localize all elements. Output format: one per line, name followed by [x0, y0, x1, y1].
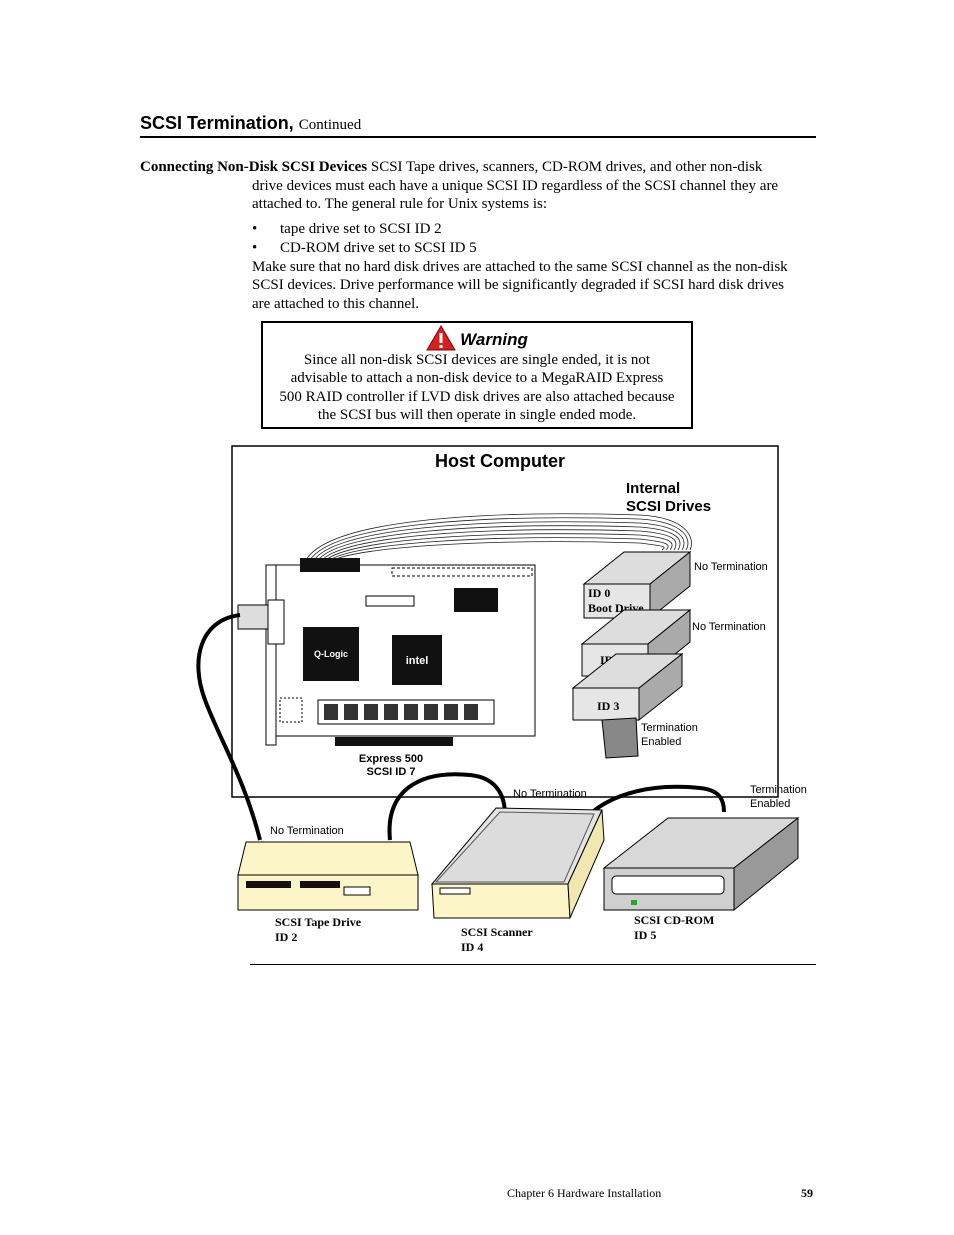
warning-triangle-icon: [426, 325, 457, 351]
host-computer-title: Host Computer: [435, 451, 565, 471]
lead-heading: Connecting Non-Disk SCSI Devices: [140, 159, 368, 175]
scanner-label-2: ID 4: [461, 940, 483, 954]
intel-label: intel: [406, 655, 429, 667]
cdrom-label-1: SCSI CD-ROM: [634, 913, 714, 927]
cdrom-device: [602, 816, 800, 912]
footer-chapter: Chapter 6 Hardware Installation: [507, 1186, 662, 1200]
qlogic-label: Q-Logic: [314, 649, 348, 659]
para-line-1: Make sure that no hard disk drives are a…: [252, 258, 788, 275]
tape-drive-label-2: ID 2: [275, 930, 297, 944]
terminator-icon: [601, 717, 639, 759]
tape-no-termination-label: No Termination: [270, 825, 344, 837]
tape-drive-device: [237, 841, 419, 911]
intro-line-2: drive devices must each have a unique SC…: [252, 177, 779, 194]
bullet-text: tape drive set to SCSI ID 2: [280, 220, 442, 237]
internal-drives-label-1: Internal: [626, 480, 680, 497]
warning-title: Warning: [460, 329, 528, 349]
controller-card: Q-Logic intel: [237, 558, 536, 746]
internal-drives-label-2: SCSI Drives: [626, 498, 711, 515]
tape-drive-label-1: SCSI Tape Drive: [275, 915, 362, 929]
bullet-item: • CD-ROM drive set to SCSI ID 5: [252, 239, 816, 258]
heading-continued: Continued: [298, 117, 362, 133]
controller-label-2: SCSI ID 7: [367, 766, 416, 778]
drive-id0: [582, 550, 692, 620]
intro-text: SCSI Tape drives, scanners, CD-ROM drive…: [370, 159, 763, 175]
scanner-label-1: SCSI Scanner: [461, 925, 533, 939]
para-line-2: SCSI devices. Drive performance will be …: [252, 277, 784, 293]
heading-title: SCSI Termination,: [140, 113, 294, 133]
intro-line-3: attached to. The general rule for Unix s…: [252, 196, 548, 212]
bullet-text: CD-ROM drive set to SCSI ID 5: [280, 239, 477, 256]
cdrom-termination-label-1: Termination: [750, 784, 807, 796]
section-heading: SCSI Termination, Continued: [140, 113, 361, 134]
warning-box: Warning Since all non-disk SCSI devices …: [261, 321, 693, 429]
termination-enabled-label-1: Termination: [641, 722, 698, 734]
warning-line: the SCSI bus will then operate in single…: [317, 406, 637, 423]
page-number: 59: [801, 1186, 813, 1200]
bullet-list: • tape drive set to SCSI ID 2 • CD-ROM dri…: [140, 220, 816, 258]
warning-line: advisable to attach a non-disk device to…: [290, 370, 664, 387]
bullet-item: • tape drive set to SCSI ID 2: [252, 220, 816, 239]
qlogic-chip: [303, 627, 359, 681]
intel-chip: [392, 635, 442, 685]
warning-line: 500 RAID controller if LVD disk drives a…: [279, 388, 675, 405]
body-text: Connecting Non-Disk SCSI Devices SCSI Ta…: [140, 158, 816, 313]
footer-rule: [250, 964, 816, 965]
intro-line-1: Connecting Non-Disk SCSI Devices SCSI Ta…: [140, 158, 816, 177]
bullet-dot: •: [252, 239, 258, 256]
cdrom-label-2: ID 5: [634, 928, 656, 942]
drive-id3-label: ID 3: [597, 699, 619, 713]
bullet-dot: •: [252, 220, 258, 237]
warning-line: Since all non-disk SCSI devices are sing…: [303, 352, 651, 368]
warning-text: Since all non-disk SCSI devices are sing…: [263, 351, 691, 424]
scanner-device: [430, 807, 605, 919]
internal-ribbon-cable: [305, 513, 692, 561]
scanner-no-termination-label: No Termination: [513, 788, 587, 800]
drive-id0-label-1: ID 0: [588, 586, 610, 600]
cdrom-termination-label-2: Enabled: [750, 798, 790, 810]
heading-rule: [140, 136, 816, 138]
no-termination-label-2: No Termination: [692, 621, 766, 633]
para-line-3: are attached to this channel.: [252, 295, 420, 312]
drive-id3: [571, 652, 684, 722]
controller-label-1: Express 500: [359, 753, 423, 765]
termination-enabled-label-2: Enabled: [641, 736, 681, 748]
no-termination-label-1: No Termination: [694, 561, 768, 573]
warning-header: Warning: [263, 325, 691, 351]
